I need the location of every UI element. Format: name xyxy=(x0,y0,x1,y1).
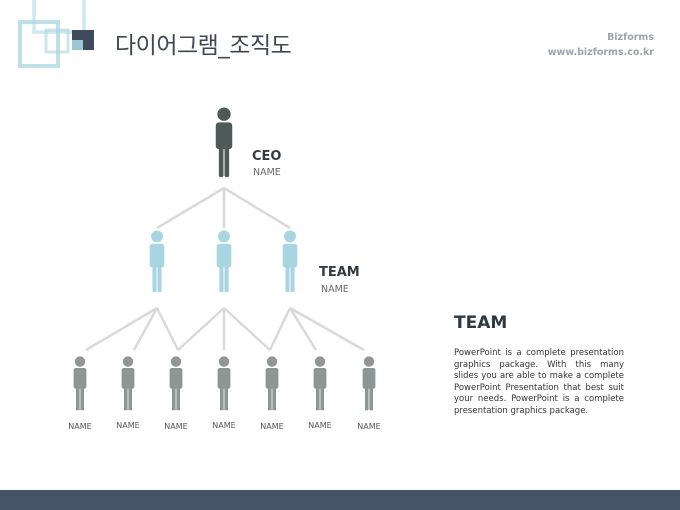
connector-line xyxy=(223,186,291,230)
member-person-icon xyxy=(313,356,327,411)
connector-line xyxy=(156,186,225,230)
member-name: NAME xyxy=(68,422,92,431)
member-name: NAME xyxy=(164,422,188,431)
member-person-icon xyxy=(169,356,183,411)
connector-line xyxy=(85,306,158,352)
member-person-icon xyxy=(217,356,231,411)
member-name: NAME xyxy=(260,422,284,431)
connector-line xyxy=(177,307,225,351)
team-person-icon xyxy=(149,230,165,293)
ceo-title: CEO xyxy=(252,149,282,164)
member-name: NAME xyxy=(116,421,140,430)
connector-line xyxy=(288,307,318,351)
connector-line xyxy=(155,307,180,351)
brand-name: Bizforms xyxy=(607,32,654,43)
member-name: NAME xyxy=(212,421,236,430)
logo-icon xyxy=(18,0,94,68)
team-title: TEAM xyxy=(319,265,360,280)
sidebar-heading: TEAM xyxy=(454,313,508,333)
team-person-icon xyxy=(216,230,232,293)
ceo-name: NAME xyxy=(253,167,281,178)
people xyxy=(73,107,376,411)
ceo-person-icon xyxy=(215,107,233,177)
footer-bar xyxy=(0,490,680,510)
connector-line xyxy=(132,307,159,351)
brand: Bizforms www.bizforms.co.kr xyxy=(548,30,654,60)
sidebar-body: PowerPoint is a complete presentation gr… xyxy=(454,348,624,416)
brand-url: www.bizforms.co.kr xyxy=(547,47,654,58)
member-name: NAME xyxy=(357,422,381,431)
connector-line xyxy=(289,306,365,352)
team-person-icon xyxy=(282,230,298,293)
connector-line xyxy=(223,307,271,351)
connector-line xyxy=(268,307,292,351)
member-person-icon xyxy=(362,356,376,411)
connector-lines xyxy=(85,186,365,352)
page-title: 다이어그램_조직도 xyxy=(115,33,292,59)
member-name: NAME xyxy=(308,421,332,430)
member-person-icon xyxy=(121,356,135,411)
member-person-icon xyxy=(265,356,279,411)
member-person-icon xyxy=(73,356,87,411)
team-name: NAME xyxy=(321,284,349,295)
